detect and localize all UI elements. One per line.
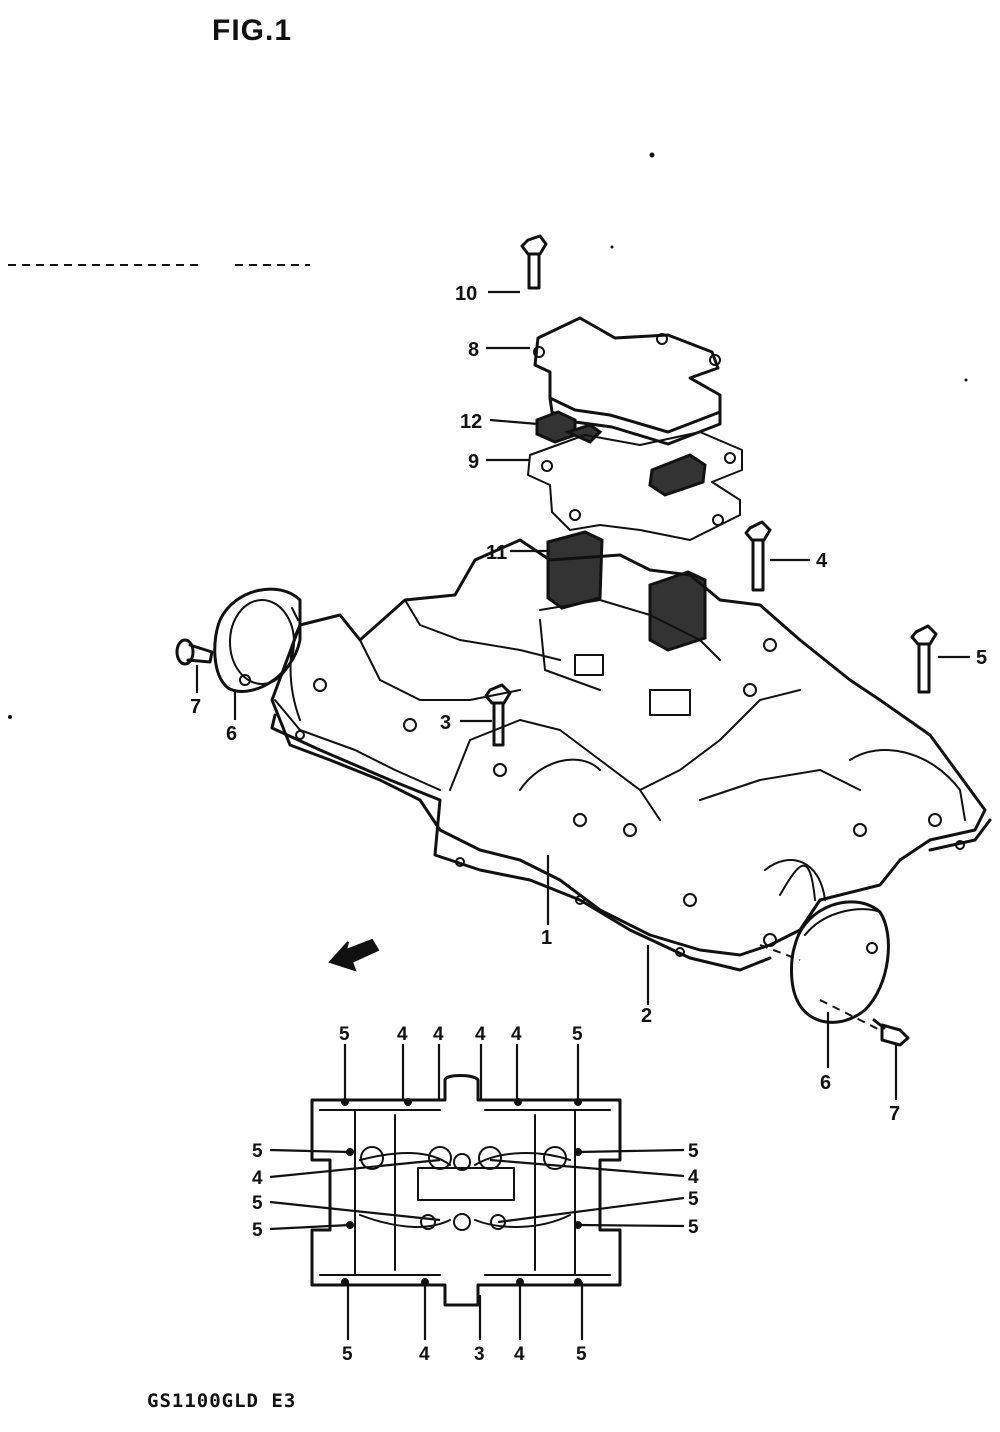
plan-callout-top-2: 4 (397, 1024, 408, 1045)
plan-callout-left-4: 5 (252, 1220, 263, 1241)
plan-callout-top-6: 5 (572, 1024, 583, 1045)
callout-5: 5 (976, 647, 987, 669)
callout-numbers-exploded: 10 8 12 9 11 4 5 7 6 3 1 2 6 7 (190, 283, 987, 1125)
bolt-part-4 (744, 520, 772, 592)
end-cap-part-6-right (759, 900, 890, 1031)
head-cover-part-1 (270, 538, 987, 957)
plan-callout-right-3: 5 (688, 1189, 699, 1210)
callout-7-left: 7 (190, 696, 201, 718)
callout-1: 1 (541, 927, 552, 949)
bolt-part-10 (520, 234, 548, 290)
callout-6-right: 6 (820, 1072, 831, 1094)
plan-callout-bottom-3: 3 (474, 1344, 485, 1365)
bolt-part-5 (910, 624, 938, 694)
plan-callout-left-2: 4 (252, 1168, 263, 1189)
callout-4: 4 (816, 550, 828, 572)
callout-leaders-plan (269, 1044, 685, 1340)
callout-3: 3 (440, 712, 451, 734)
gasket-part-2 (270, 713, 992, 972)
callout-8: 8 (468, 339, 479, 361)
gasket-part-9 (527, 431, 743, 541)
plan-callout-bottom-4: 4 (514, 1344, 525, 1365)
bolt-part-3 (484, 683, 512, 747)
plan-callout-bottom-1: 5 (342, 1344, 353, 1365)
forward-direction-arrow: FWD (328, 938, 380, 972)
block-part-12 (535, 410, 603, 444)
figure-title: FIG.1 (212, 14, 293, 47)
screw-part-7-left (175, 638, 214, 666)
plan-callout-right-1: 5 (688, 1141, 699, 1162)
plan-callout-left-1: 5 (252, 1141, 263, 1162)
callout-9: 9 (468, 451, 479, 473)
model-code: GS1100GLD E3 (147, 1390, 297, 1412)
plan-callout-top-5: 4 (511, 1024, 522, 1045)
callout-10: 10 (455, 283, 477, 305)
end-cap-part-6-left (213, 587, 302, 693)
callout-6-left: 6 (226, 723, 237, 745)
bolt-layout-plan-view (310, 1074, 622, 1307)
callout-2: 2 (641, 1005, 652, 1027)
plan-callout-top-4: 4 (475, 1024, 486, 1045)
callout-7-right: 7 (889, 1103, 900, 1125)
filter-part-11 (546, 530, 707, 652)
plan-callout-right-2: 4 (688, 1167, 699, 1188)
screw-part-7-right (872, 1018, 910, 1047)
plan-callout-left-3: 5 (252, 1193, 263, 1214)
callout-leaders-exploded (195, 290, 970, 1100)
plan-callout-bottom-5: 5 (576, 1344, 587, 1365)
callout-numbers-plan: 5 4 4 4 4 5 5 4 5 5 5 4 5 5 5 4 3 4 5 (252, 1024, 699, 1365)
plan-callout-top-1: 5 (339, 1024, 350, 1045)
cover-part-8 (533, 316, 722, 446)
callout-11: 11 (486, 542, 507, 564)
plan-callout-top-3: 4 (433, 1024, 444, 1045)
callout-12: 12 (460, 411, 482, 433)
scan-noise (8, 152, 968, 719)
plan-callout-bottom-2: 4 (419, 1344, 430, 1365)
plan-callout-right-4: 5 (688, 1217, 699, 1238)
